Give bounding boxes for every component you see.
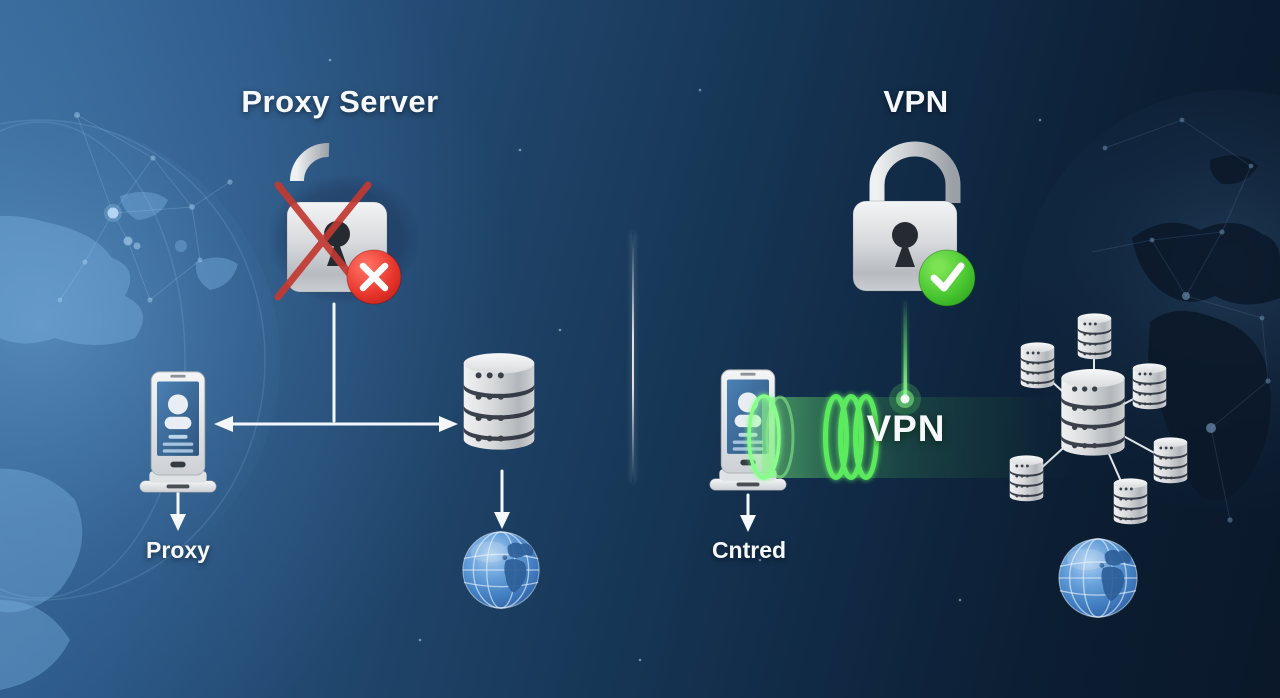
proxy-device-label: Proxy	[146, 537, 210, 563]
padlock-closed-icon	[852, 141, 976, 307]
section-divider	[632, 232, 634, 482]
continents-left	[0, 191, 238, 690]
internet-globe-icon-right	[1057, 537, 1139, 619]
arrowhead-right	[439, 416, 458, 432]
open-shackle	[290, 143, 330, 182]
check-badge-icon	[918, 249, 976, 307]
tunnel-opening-ring	[747, 394, 781, 480]
error-badge-icon	[346, 249, 402, 305]
arrowhead-down-server	[494, 512, 510, 529]
beam-impact-glow	[889, 383, 921, 415]
vpn-tunnel-label: VPN	[866, 408, 946, 449]
lock-laser-beam	[903, 298, 907, 398]
tunnel-signal-rings	[823, 394, 879, 480]
network-mesh-left	[59, 114, 231, 301]
vpn-satellite-server-icon	[1131, 362, 1168, 415]
vpn-satellite-server-icon	[1152, 436, 1189, 489]
globe-grid-left	[0, 119, 266, 601]
world-globe-left-background	[0, 120, 280, 600]
arrowhead-down-device-right	[740, 515, 756, 532]
vpn-device-label: Cntred	[711, 537, 787, 563]
mesh-nodes-right	[1102, 117, 1271, 523]
arrowhead-down-device-left	[170, 514, 186, 531]
vpn-satellite-server-icon	[1112, 477, 1149, 530]
proxy-flow-arrows	[170, 302, 510, 531]
vpn-section-title: VPN	[883, 84, 949, 119]
mesh-nodes-left	[57, 112, 233, 303]
network-mesh-right	[1091, 119, 1269, 521]
padlock-open-icon	[267, 143, 421, 305]
vpn-satellite-server-icon	[1008, 454, 1045, 507]
vpn-satellite-server-icon	[1019, 341, 1056, 394]
arrowhead-left	[214, 416, 233, 432]
keyhole	[892, 222, 918, 267]
vpn-satellite-server-icon	[1076, 312, 1113, 365]
vpn-central-server-icon	[1058, 366, 1128, 467]
proxy-section-title: Proxy Server	[241, 84, 439, 119]
vpn-flow-arrows	[740, 493, 756, 532]
closed-shackle	[869, 141, 961, 203]
tunnel-inner-ring	[765, 395, 795, 479]
